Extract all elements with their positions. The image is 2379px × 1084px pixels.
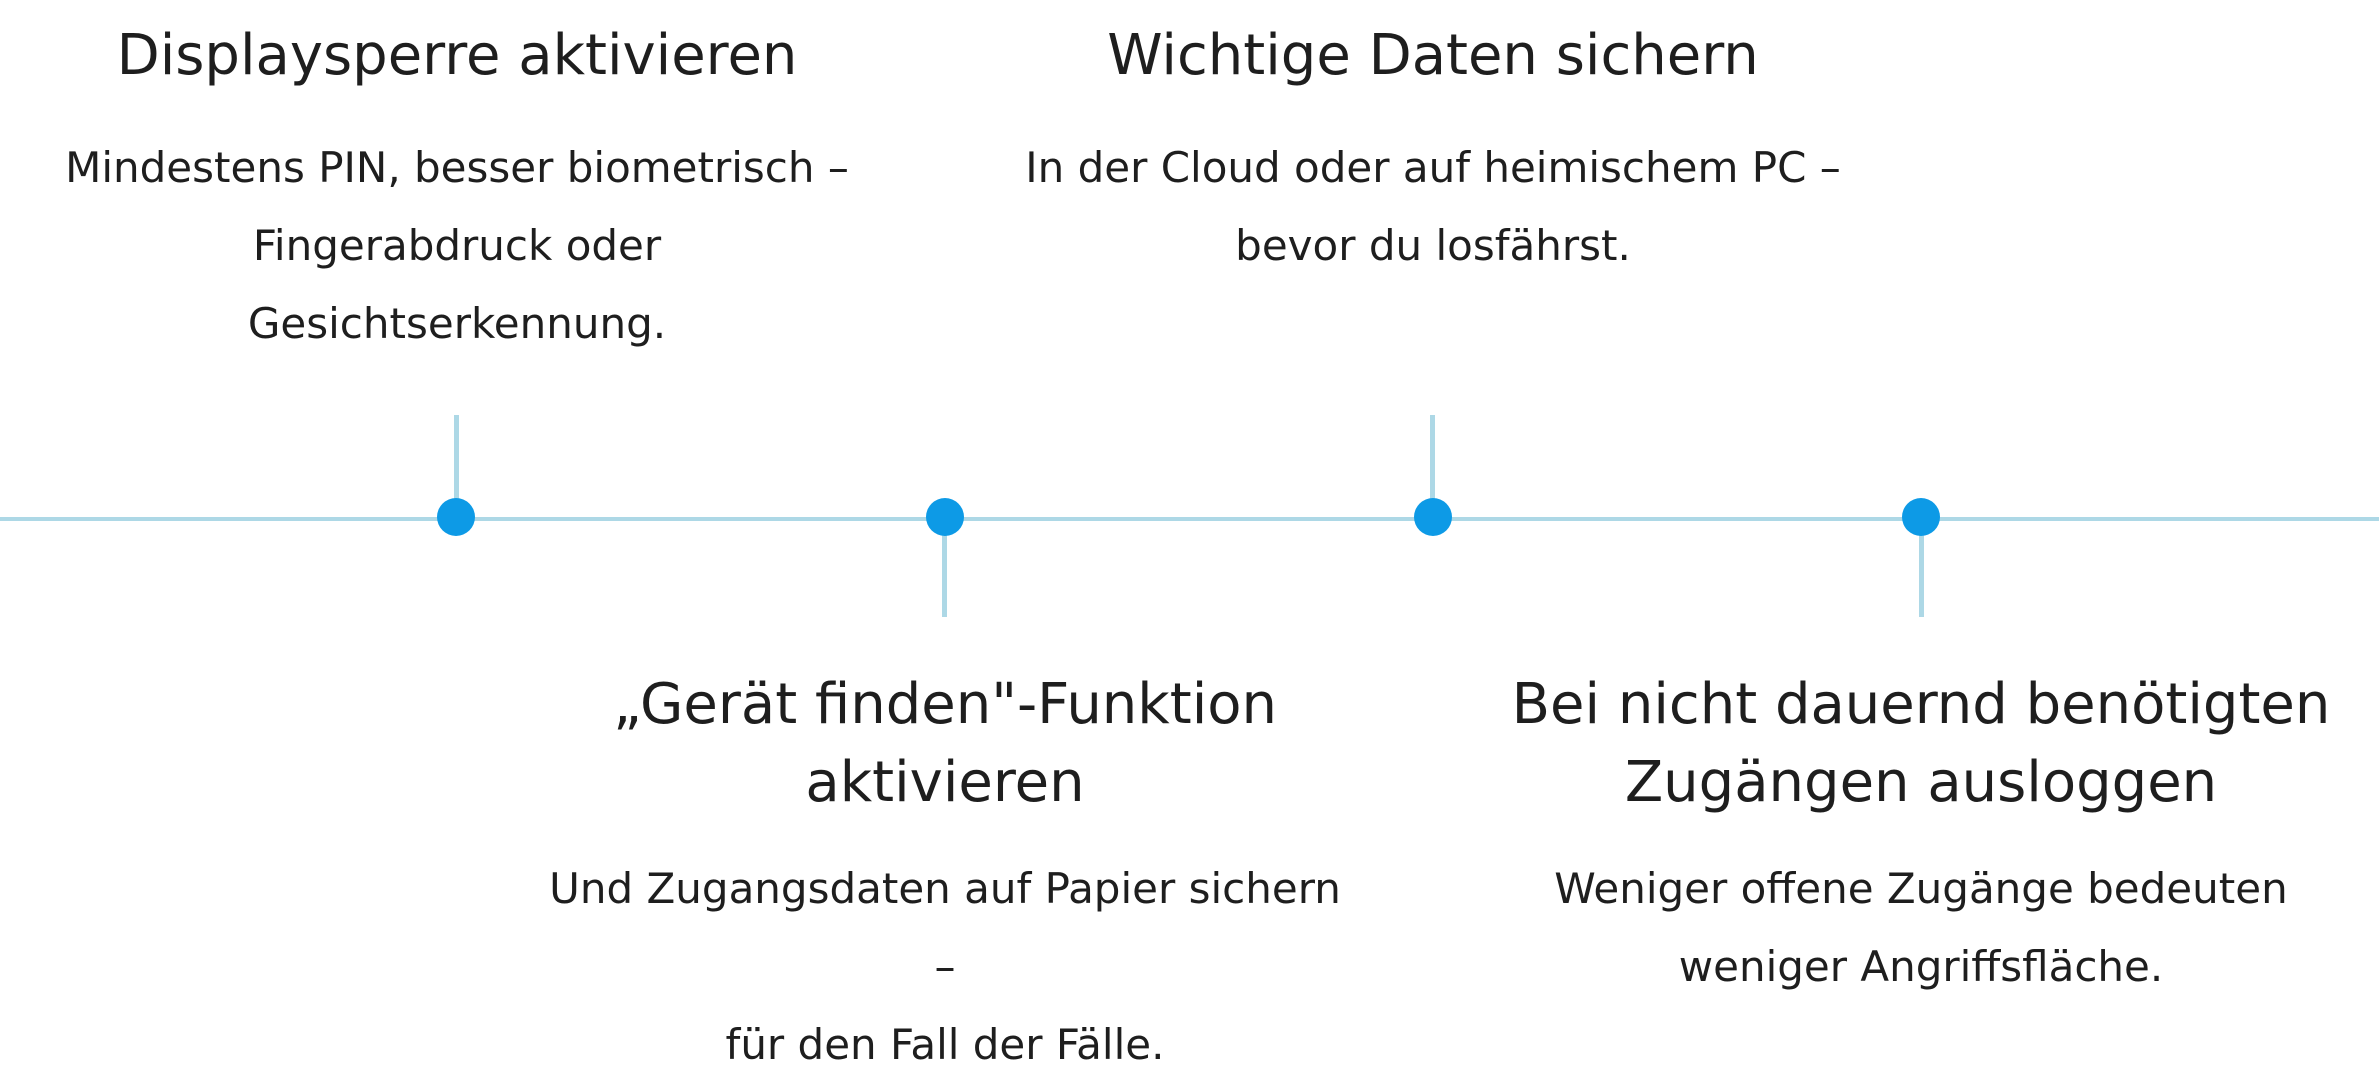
step-description-line: Und Zugangsdaten auf Papier sichern – <box>549 864 1341 991</box>
timeline-stem-3 <box>1430 415 1435 515</box>
step-title: Wichtige Daten sichern <box>1107 23 1759 88</box>
step-description-line: Gesichtserkennung. <box>247 299 667 348</box>
step-title-line: Bei nicht dauernd benötigten <box>1511 672 2331 737</box>
step-title-line: „Gerät finden"-Funktion <box>612 672 1277 737</box>
timeline-stem-2 <box>942 517 947 617</box>
step-description: Mindestens PIN, besser biometrisch – Fin… <box>47 129 867 363</box>
step-description-line: bevor du losfährst. <box>1235 221 1631 270</box>
step-title: „Gerät finden"-Funktion aktivieren <box>535 666 1355 822</box>
step-description: In der Cloud oder auf heimischem PC – be… <box>1023 129 1843 285</box>
timeline-dot-4 <box>1902 498 1940 536</box>
step-description-line: weniger Angriffsfläche. <box>1678 942 2164 991</box>
timeline-dot-1 <box>437 498 475 536</box>
step-title: Displaysperre aktivieren <box>116 23 798 88</box>
timeline-stem-4 <box>1919 517 1924 617</box>
step-description: Und Zugangsdaten auf Papier sichern – fü… <box>535 850 1355 1084</box>
timeline-step-3: Wichtige Daten sichern In der Cloud oder… <box>1023 17 1843 285</box>
timeline-line <box>0 517 2379 521</box>
step-description-line: für den Fall der Fälle. <box>725 1020 1165 1069</box>
timeline-dot-3 <box>1414 498 1452 536</box>
step-title-line: aktivieren <box>805 750 1085 815</box>
step-description-line: Weniger offene Zugänge bedeuten <box>1554 864 2288 913</box>
step-description-line: Mindestens PIN, besser biometrisch – <box>65 143 849 192</box>
timeline-dot-2 <box>926 498 964 536</box>
step-description-line: Fingerabdruck oder <box>252 221 662 270</box>
step-title: Bei nicht dauernd benötigten Zugängen au… <box>1511 666 2331 822</box>
timeline-stem-1 <box>454 415 459 515</box>
timeline-step-4: Bei nicht dauernd benötigten Zugängen au… <box>1511 666 2331 1006</box>
timeline-step-2: „Gerät finden"-Funktion aktivieren Und Z… <box>535 666 1355 1084</box>
step-title-line: Zugängen ausloggen <box>1624 750 2218 815</box>
timeline-step-1: Displaysperre aktivieren Mindestens PIN,… <box>47 17 867 363</box>
step-description: Weniger offene Zugänge bedeuten weniger … <box>1511 850 2331 1006</box>
step-description-line: In der Cloud oder auf heimischem PC – <box>1025 143 1841 192</box>
